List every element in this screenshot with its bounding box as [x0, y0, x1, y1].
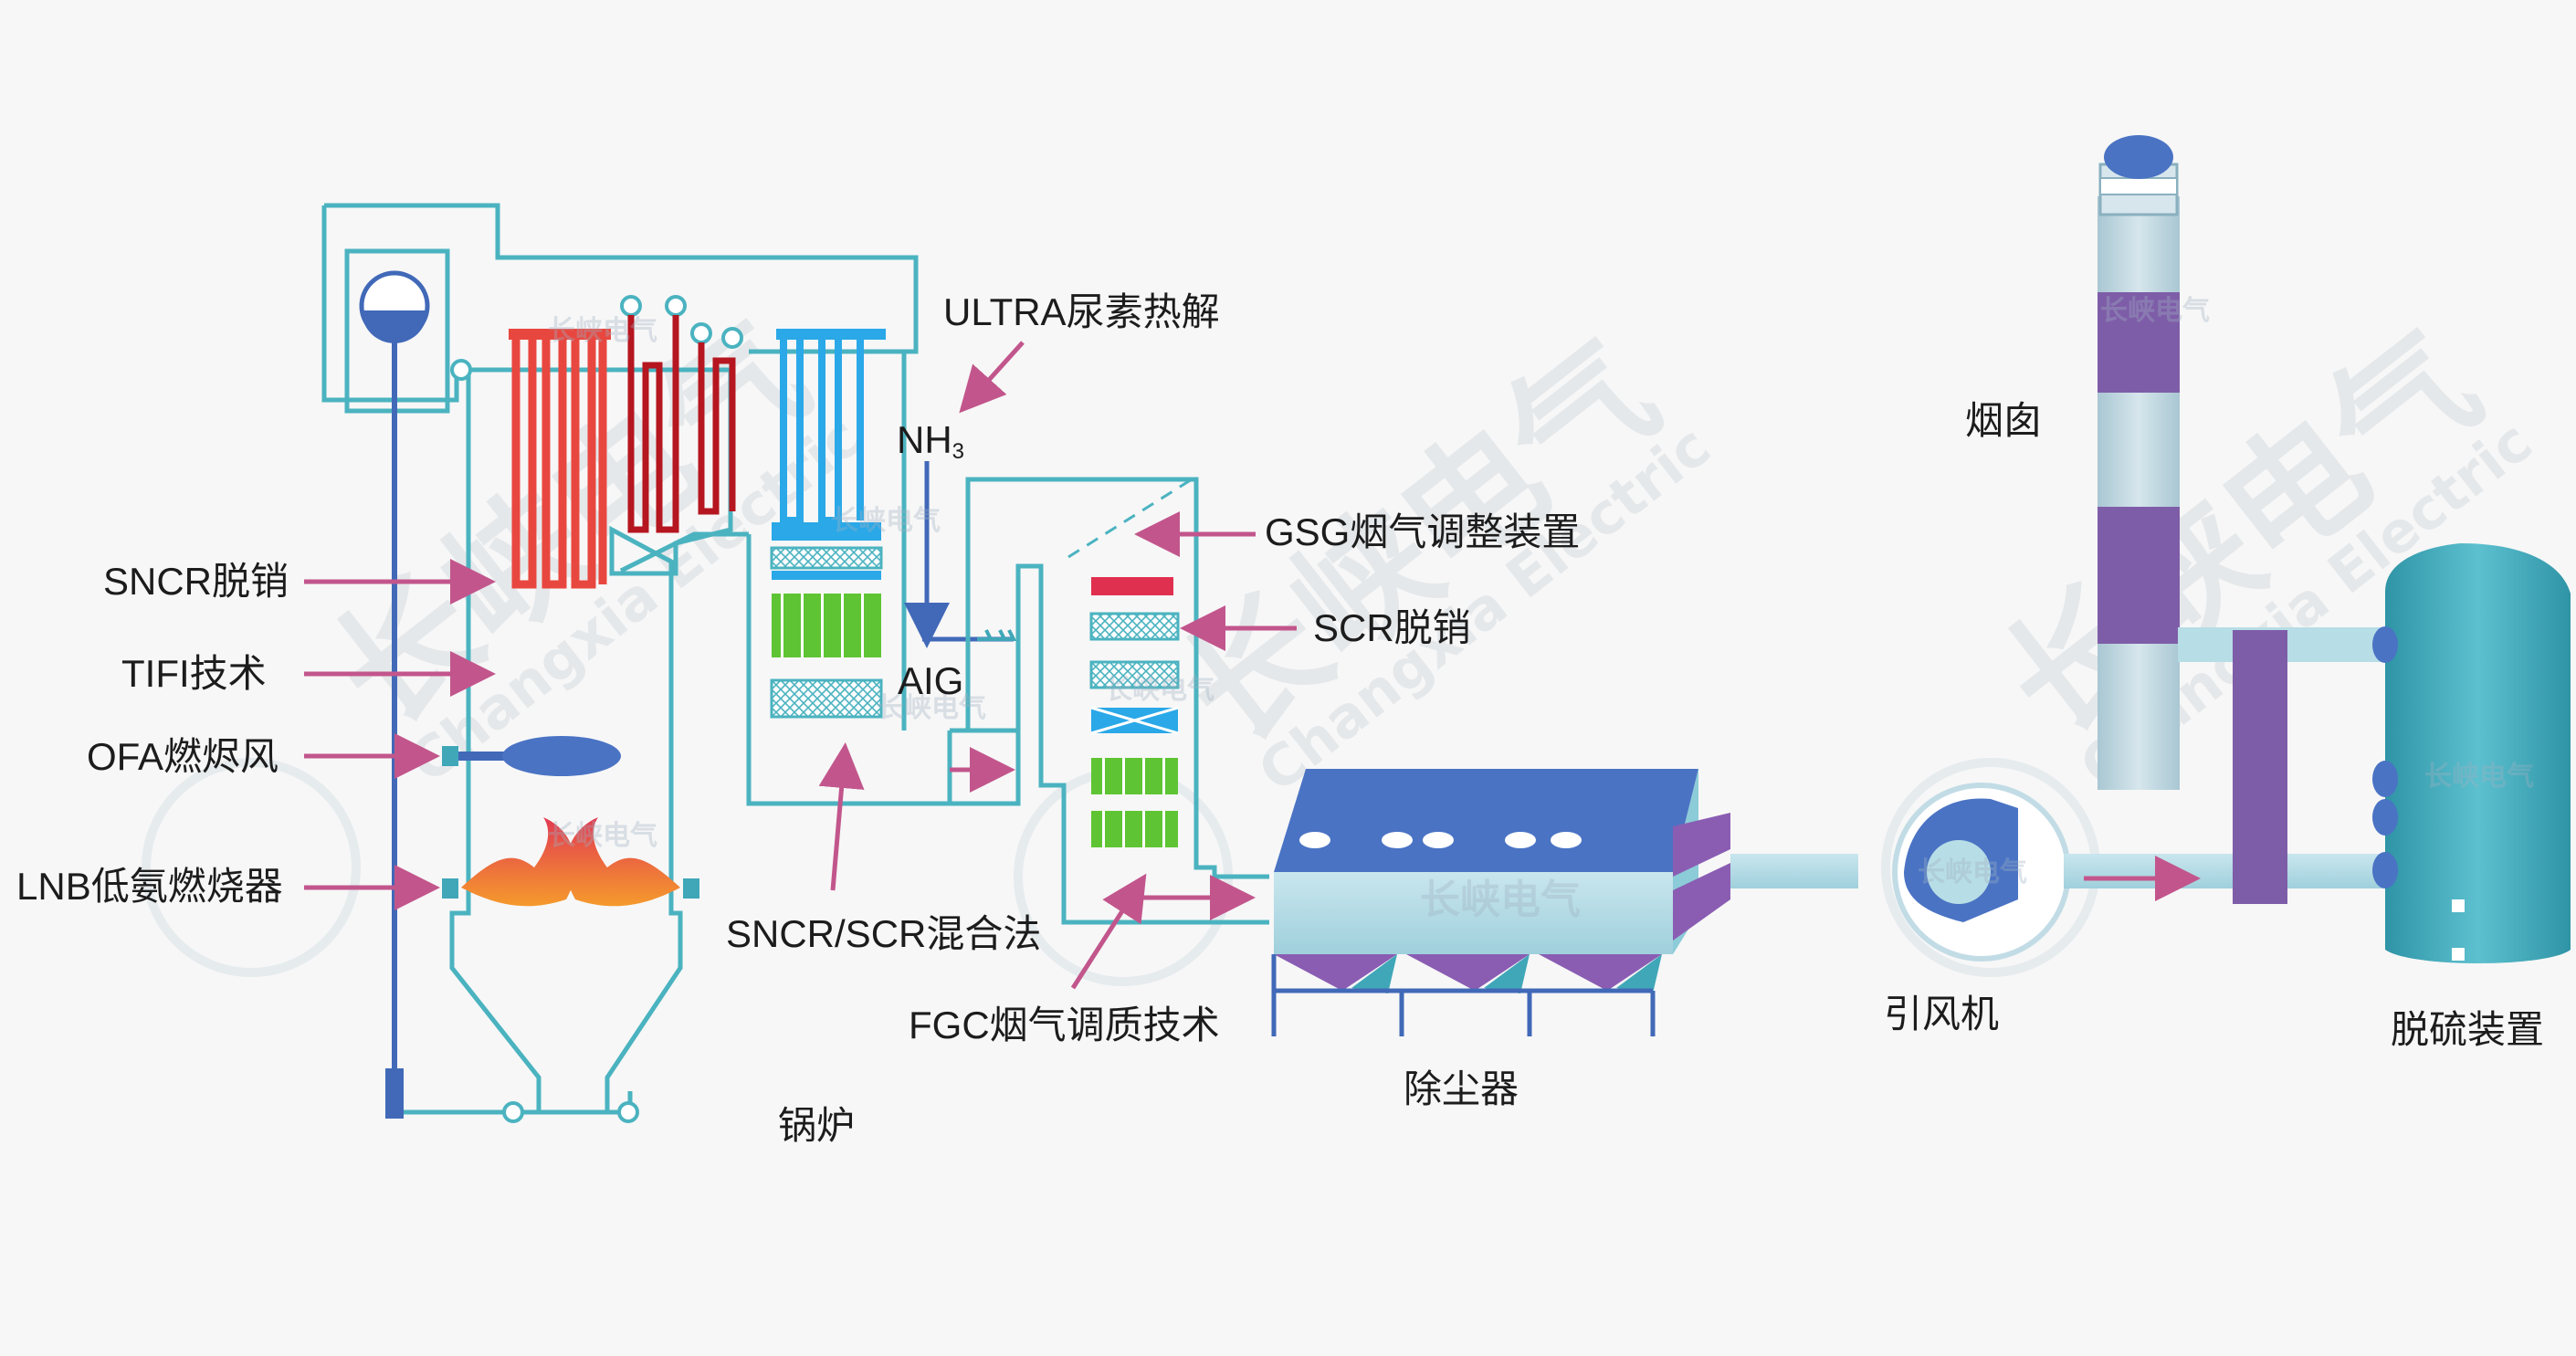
- duct-to-desulf: [2064, 854, 2392, 888]
- label-tifi: TIFI技术: [121, 652, 267, 695]
- label-fgc: FGC烟气调质技术: [909, 1004, 1220, 1046]
- aig-nozzles: [977, 629, 1017, 641]
- label-ultra: ULTRA尿素热解: [943, 290, 1220, 333]
- fan-impeller: [1927, 840, 1991, 904]
- chimney-top: [2104, 135, 2173, 179]
- watermark-badge: 长峡电气: [877, 692, 986, 724]
- boiler: [321, 203, 1021, 1123]
- catalyst-header: [772, 571, 881, 580]
- reheater-tubes: [620, 295, 743, 533]
- dust-collector: [1271, 769, 1730, 1036]
- catalyst-header: [772, 522, 881, 541]
- chimney-band-2: [2098, 507, 2180, 644]
- gsg-baffle: [1067, 478, 1193, 559]
- watermark-badges: 长峡电气 长峡电气 长峡电气 长峡电气 长峡电气 长峡电气 长峡电气 长峡电气 …: [548, 295, 2534, 923]
- fgc-callout-arrow: [1070, 873, 1147, 990]
- reactor-inner-wall: [1015, 563, 1269, 925]
- desulfurization-tower: [2178, 543, 2571, 963]
- flame-right: [565, 817, 680, 907]
- header-node: [617, 1101, 639, 1123]
- watermark-badge: 长峡电气: [2100, 295, 2210, 327]
- label-scr: SCR脱销: [1313, 606, 1471, 649]
- ofa-port: [442, 746, 458, 766]
- watermark-badge: 长峡电气: [831, 505, 941, 537]
- sncr-grid: [770, 546, 883, 570]
- labels: ULTRA尿素热解 NH3 AIG GSG烟气调整装置 SCR脱销 SNCR脱销…: [16, 290, 2544, 1147]
- duct-to-fan: [1730, 854, 1858, 888]
- label-sncr-scr: SNCR/SCR混合法: [726, 912, 1041, 955]
- collector-vents: [1299, 832, 1582, 848]
- collector-support: [1271, 954, 1656, 1036]
- label-chimney: 烟囱: [1965, 399, 2042, 442]
- collector-outlet-lower: [1673, 863, 1730, 941]
- catalyst-layer: [772, 594, 881, 657]
- chimney-stack: [2098, 196, 2180, 790]
- label-nh3-main: NH: [897, 418, 952, 461]
- label-boiler: 锅炉: [778, 1104, 855, 1147]
- superheater-tubes: [509, 329, 611, 589]
- label-nh3: NH3: [897, 418, 964, 464]
- header-node: [450, 359, 472, 381]
- scr-reactor: [904, 461, 1269, 925]
- label-ofa: OFA燃烬风: [87, 735, 279, 778]
- label-desulfurization: 脱硫装置: [2391, 1008, 2544, 1051]
- watermark-badge: 长峡电气: [1105, 674, 1214, 706]
- scr-grid-2: [1089, 660, 1180, 689]
- scr-catalyst-1: [1091, 758, 1178, 794]
- steam-drum-water: [362, 310, 427, 343]
- gsg-plate: [1091, 577, 1173, 595]
- economizer-tubes: [776, 329, 886, 524]
- label-dust-collector: 除尘器: [1404, 1067, 1519, 1110]
- watermark-badge: 长峡电气: [1420, 877, 1581, 923]
- callout-arrows: [304, 341, 1297, 990]
- burner-port-left: [442, 878, 458, 899]
- scr-catalyst-2: [1091, 811, 1178, 847]
- chimney-band-1: [2098, 292, 2180, 393]
- air-preheater-grid: [770, 678, 883, 719]
- collector-outlet-upper: [1673, 813, 1730, 877]
- watermark-badge: 长峡电气: [548, 315, 657, 347]
- label-gsg: GSG烟气调整装置: [1265, 510, 1580, 553]
- header-node: [502, 1101, 524, 1123]
- collector-hoppers: [1274, 954, 1662, 993]
- tower-body: [2385, 543, 2571, 963]
- chimney: [2098, 135, 2180, 790]
- induced-draft-fan: [1730, 783, 2392, 962]
- label-nh3-sub: 3: [952, 439, 964, 464]
- collector-body: [1274, 872, 1673, 954]
- furnace-nose: [619, 531, 749, 573]
- downcomer-base: [385, 1068, 404, 1119]
- label-fan: 引风机: [1884, 993, 1999, 1035]
- tower-link-duct: [2233, 630, 2287, 904]
- ultra-callout-arrow: [959, 341, 1025, 414]
- label-sncr: SNCR脱销: [103, 560, 289, 603]
- watermark-badge: 长峡电气: [548, 820, 657, 852]
- ofa-jet: [502, 736, 621, 776]
- label-aig: AIG: [898, 659, 963, 702]
- collector-roof: [1274, 769, 1698, 872]
- burner-port-right: [683, 878, 699, 899]
- watermark-badge: 长峡电气: [2424, 761, 2534, 793]
- boiler-roof-outline: [324, 203, 919, 354]
- flame-left: [461, 817, 576, 907]
- scr-grid-1: [1089, 612, 1180, 641]
- sncr-scr-callout-arrow: [818, 742, 865, 891]
- watermark-badge: 长峡电气: [1918, 857, 2027, 888]
- flow-arrows: [950, 747, 1256, 920]
- label-lnb: LNB低氨燃烧器: [16, 865, 283, 908]
